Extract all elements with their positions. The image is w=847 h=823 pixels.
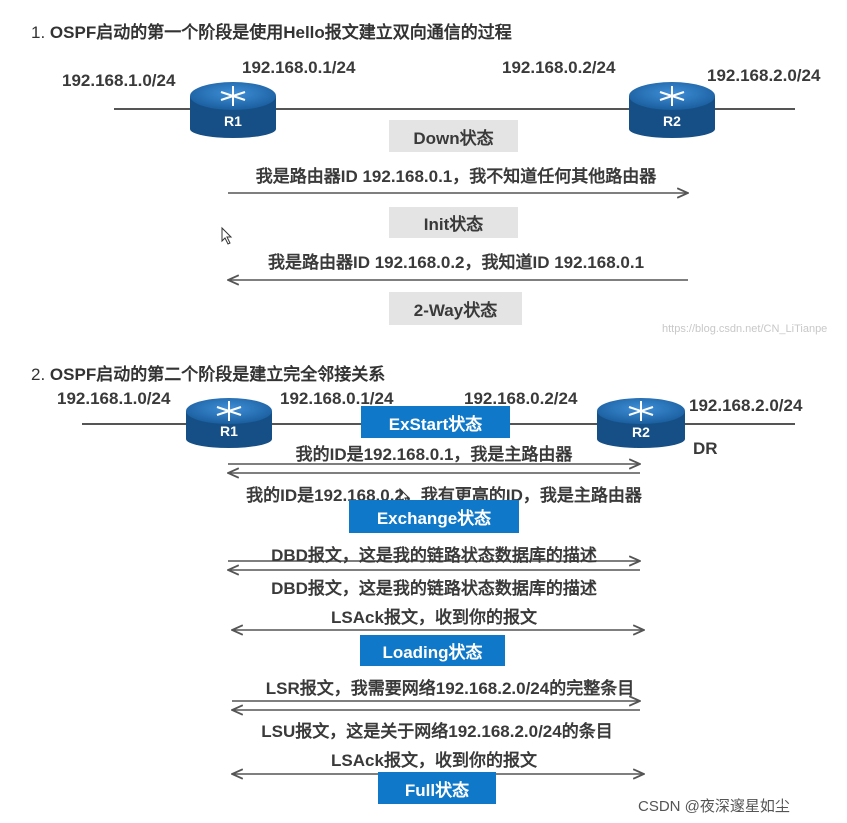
dr-label: DR (693, 439, 718, 458)
lsu-message: LSU报文，这是关于网络192.168.2.0/24的条目 (261, 722, 613, 741)
hello-message-1: 我是路由器ID 192.168.0.1，我不知道任何其他路由器 (255, 167, 657, 186)
section1-heading: 1. OSPF启动的第一个阶段是使用Hello报文建立双向通信的过程 (31, 18, 512, 43)
ip-r2-interface-2: 192.168.0.2/24 (464, 389, 578, 408)
section2-number: 2. (31, 365, 46, 384)
ip-r1-interface-2: 192.168.0.1/24 (280, 389, 394, 408)
state-init: Init状态 (389, 207, 518, 238)
exstart-message-2: 我的ID是192.168.0.2，我有更高的ID，我是主路由器 (246, 486, 642, 505)
ip-lan-r2-2: 192.168.2.0/24 (689, 396, 803, 415)
dbd-message-1: DBD报文，这是我的链路状态数据库的描述 (271, 546, 597, 565)
watermark: https://blog.csdn.net/CN_LiTianpe (662, 323, 828, 335)
router-r2-label: R2 (663, 113, 681, 129)
cursor-icon (221, 226, 233, 245)
ip-r1-interface: 192.168.0.1/24 (242, 58, 356, 77)
lsack-message-1: LSAck报文，收到你的报文 (331, 608, 537, 627)
state-2way: 2-Way状态 (389, 292, 522, 325)
router-r2-label-2: R2 (632, 424, 650, 440)
router-r2-section1-icon (629, 82, 715, 138)
state-exstart: ExStart状态 (361, 406, 510, 438)
router-r2-section2-icon (597, 398, 685, 448)
router-r1-section1-icon (190, 82, 276, 138)
lsack-message-2: LSAck报文，收到你的报文 (331, 751, 537, 770)
router-r1-label: R1 (224, 113, 242, 129)
section1-number: 1. (31, 23, 46, 42)
ip-lan-r1: 192.168.1.0/24 (62, 71, 176, 90)
section2-title: OSPF启动的第二个阶段是建立完全邻接关系 (49, 365, 386, 384)
ip-lan-r1-2: 192.168.1.0/24 (57, 389, 171, 408)
csdn-footer: CSDN @夜深邃星如尘 (638, 798, 790, 815)
hello-message-2: 我是路由器ID 192.168.0.2，我知道ID 192.168.0.1 (267, 253, 645, 272)
state-full: Full状态 (378, 772, 496, 804)
dbd-message-2: DBD报文，这是我的链路状态数据库的描述 (271, 579, 597, 598)
lsr-message: LSR报文，我需要网络192.168.2.0/24的完整条目 (265, 679, 635, 698)
section2-heading: 2. OSPF启动的第二个阶段是建立完全邻接关系 (31, 360, 385, 385)
state-loading: Loading状态 (360, 635, 505, 666)
router-r1-section2-icon (186, 398, 272, 448)
router-r1-label-2: R1 (220, 423, 238, 439)
ip-lan-r2: 192.168.2.0/24 (707, 66, 821, 85)
state-exchange: Exchange状态 (349, 500, 519, 533)
section1-title: OSPF启动的第一个阶段是使用Hello报文建立双向通信的过程 (49, 23, 512, 42)
exstart-message-1: 我的ID是192.168.0.1，我是主路由器 (295, 445, 573, 464)
ip-r2-interface: 192.168.0.2/24 (502, 58, 616, 77)
state-down: Down状态 (389, 120, 518, 152)
